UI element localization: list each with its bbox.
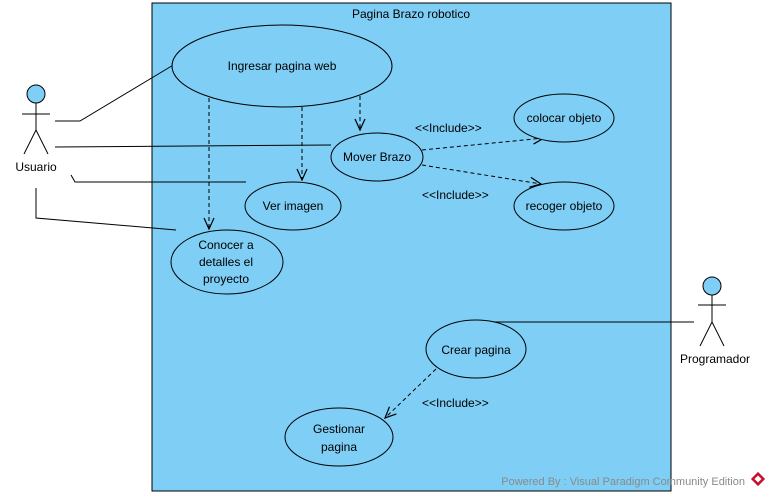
use-case-gestionar-line-1: Gestionar: [313, 422, 365, 436]
include-label-recoger: <<Include>>: [422, 188, 489, 202]
include-label-gestionar: <<Include>>: [422, 396, 489, 410]
use-case-ver-imagen[interactable]: Ver imagen: [244, 181, 342, 231]
use-case-recoger-objeto[interactable]: recoger objeto: [513, 181, 615, 231]
use-case-colocar-label: colocar objeto: [527, 111, 602, 125]
dep-mover-recoger[interactable]: [421, 164, 543, 188]
watermark-text: Powered By : Visual Paradigm Community E…: [501, 476, 745, 488]
assoc-usuario-ver[interactable]: [70, 174, 246, 183]
use-case-mover-brazo[interactable]: Mover Brazo: [330, 132, 424, 182]
actor-usuario[interactable]: [22, 84, 50, 155]
assoc-usuario-ingresar[interactable]: [55, 63, 176, 122]
use-case-conocer-line-2: detalles el: [199, 255, 253, 269]
use-case-conocer-detalles[interactable]: Conocer a detalles el proyecto: [170, 229, 284, 295]
visual-paradigm-logo-icon: [750, 471, 766, 487]
use-case-crear-label: Crear pagina: [441, 343, 511, 357]
actor-programador[interactable]: [698, 276, 726, 347]
actor-usuario-head: [26, 84, 46, 104]
use-case-gestionar-line-2: pagina: [321, 440, 357, 454]
dep-crear-gestionar[interactable]: [383, 368, 437, 420]
use-case-colocar-objeto[interactable]: colocar objeto: [513, 93, 615, 143]
use-case-gestionar-pagina[interactable]: Gestionar pagina: [284, 407, 394, 467]
use-case-ver-label: Ver imagen: [263, 199, 324, 213]
actor-usuario-label: Usuario: [15, 160, 57, 174]
use-case-mover-label: Mover Brazo: [343, 150, 411, 164]
use-case-ingresar[interactable]: Ingresar pagina web: [171, 24, 393, 108]
use-case-recoger-label: recoger objeto: [526, 199, 603, 213]
use-case-crear-pagina[interactable]: Crear pagina: [425, 319, 527, 379]
use-case-ingresar-label: Ingresar pagina web: [228, 59, 337, 73]
include-label-colocar: <<Include>>: [415, 121, 482, 135]
assoc-usuario-mover[interactable]: [54, 144, 332, 148]
use-case-conocer-line-3: proyecto: [203, 272, 249, 286]
actor-programador-label: Programador: [680, 352, 750, 366]
actor-programador-head: [702, 276, 722, 296]
assoc-usuario-conocer[interactable]: [35, 188, 177, 231]
system-title: Pagina Brazo robotico: [352, 7, 470, 21]
association-lines: [35, 63, 694, 323]
use-case-conocer-line-1: Conocer a: [198, 238, 254, 252]
dependency-lines: [203, 96, 546, 420]
